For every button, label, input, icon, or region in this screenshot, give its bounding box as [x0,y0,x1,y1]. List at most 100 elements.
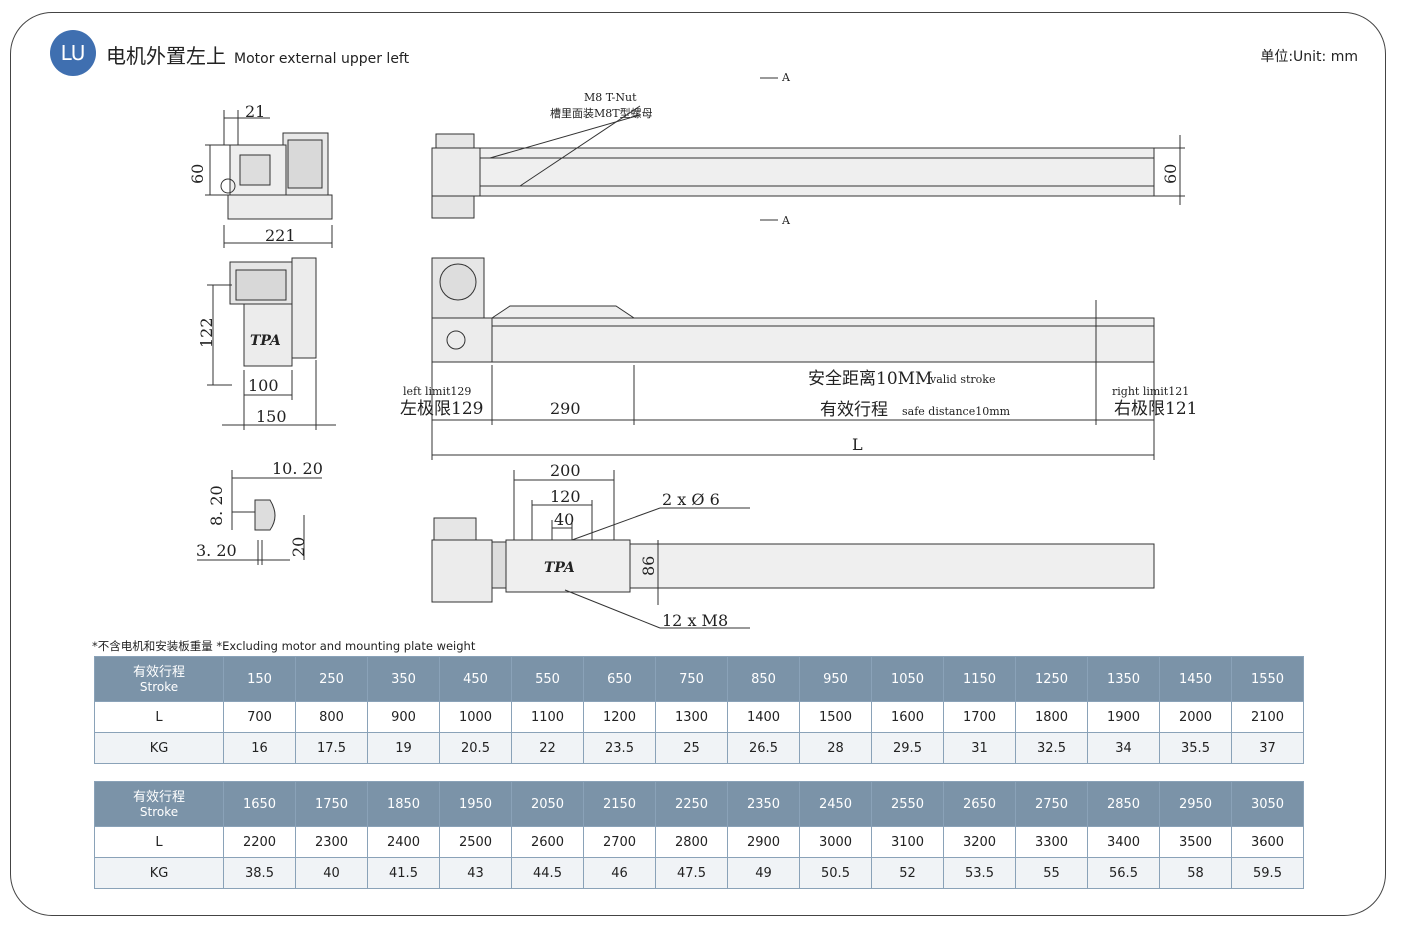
table-cell: 41.5 [367,857,440,889]
table-cell: 2900 [727,826,800,858]
stroke-label-en: Stroke [139,804,179,819]
table-cell: 1300 [655,701,728,733]
dim-20: 20 [289,537,308,557]
table-cell: 44.5 [511,857,584,889]
table-cell: 19 [367,732,440,764]
table-cell: 1700 [943,701,1016,733]
front-view [431,257,1155,460]
table-cell: 23.5 [583,732,656,764]
table-cell: 59.5 [1231,857,1304,889]
threads-label: 12 x M8 [662,611,728,630]
table-cell: 34 [1087,732,1160,764]
table-cell: 31 [943,732,1016,764]
table-cell: 1900 [1087,701,1160,733]
page-title: 电机外置左上 Motor external upper left [106,40,409,69]
dim-86: 86 [639,556,658,576]
table-cell: 2500 [439,826,512,858]
table-cell: 1400 [727,701,800,733]
title-zh: 电机外置左上 [106,44,226,68]
kg-label: KG [94,732,224,764]
table-cell: 2950 [1159,781,1232,827]
unit-label: 单位:Unit: mm [1260,49,1358,65]
table-cell: 2700 [583,826,656,858]
table-cell: 3050 [1231,781,1304,827]
table-cell: 2750 [1015,781,1088,827]
dim-10-20: 10. 20 [272,459,323,478]
table-cell: 3400 [1087,826,1160,858]
weight-note: *不含电机和安装板重量 *Excluding motor and mountin… [92,639,476,653]
l-label: L [94,701,224,733]
dim-length-l: L [852,435,863,454]
table-cell: 700 [223,701,296,733]
dim-60-top: 60 [1161,164,1180,184]
table-cell: 1650 [223,781,296,827]
table-cell: 20.5 [439,732,512,764]
side-view [205,110,333,248]
table-cell: 1000 [439,701,512,733]
table-cell: 3200 [943,826,1016,858]
section-a-bottom: A [781,214,791,227]
table-cell: 52 [871,857,944,889]
dim-8-20: 8. 20 [207,485,226,526]
table-cell: 32.5 [1015,732,1088,764]
holes-label: 2 x Ø 6 [662,490,720,509]
table-cell: 3100 [871,826,944,858]
stroke-label-zh: 有效行程 [132,789,185,805]
table-cell: 2800 [655,826,728,858]
table-cell: 56.5 [1087,857,1160,889]
table-cell: 53.5 [943,857,1016,889]
table-cell: 1450 [1159,656,1232,702]
table-cell: 2550 [871,781,944,827]
section-a-top: A [781,71,791,84]
table-cell: 2400 [367,826,440,858]
table-cell: 17.5 [295,732,368,764]
table-cell: 2300 [295,826,368,858]
table-cell: 3500 [1159,826,1232,858]
table-cell: 46 [583,857,656,889]
table-cell: 28 [799,732,872,764]
table-cell: 2600 [511,826,584,858]
table-cell: 650 [583,656,656,702]
table-cell: 450 [439,656,512,702]
table-cell: 2250 [655,781,728,827]
bottom-view [431,470,1155,629]
dim-200: 200 [550,461,581,480]
table-cell: 1100 [511,701,584,733]
table-cell: 350 [367,656,440,702]
dim-60-side: 60 [188,164,207,184]
table-cell: 26.5 [727,732,800,764]
table-cell: 1800 [1015,701,1088,733]
page-frame [10,12,1386,916]
table-cell: 16 [223,732,296,764]
left-limit-zh: 左极限129 [400,399,483,419]
table-cell: 1550 [1231,656,1304,702]
table-cell: 3300 [1015,826,1088,858]
table-cell: 3600 [1231,826,1304,858]
dim-40: 40 [554,510,574,529]
table-cell: 1750 [295,781,368,827]
dim-122: 122 [197,317,216,348]
table-cell: 43 [439,857,512,889]
table-cell: 2150 [583,781,656,827]
table-cell: 1600 [871,701,944,733]
dim-120: 120 [550,487,581,506]
title-en: Motor external upper left [234,51,410,67]
model-badge: LU [50,30,96,76]
table-cell: 38.5 [223,857,296,889]
table-cell: 2050 [511,781,584,827]
table-cell: 900 [367,701,440,733]
table-cell: 950 [799,656,872,702]
table-cell: 1500 [799,701,872,733]
table-cell: 47.5 [655,857,728,889]
right-limit-zh: 右极限121 [1114,399,1197,419]
table-cell: 25 [655,732,728,764]
safe-en: valid stroke [929,373,995,386]
logo-end-view: TPA [250,333,281,349]
stroke-zh: 有效行程 [820,400,888,420]
